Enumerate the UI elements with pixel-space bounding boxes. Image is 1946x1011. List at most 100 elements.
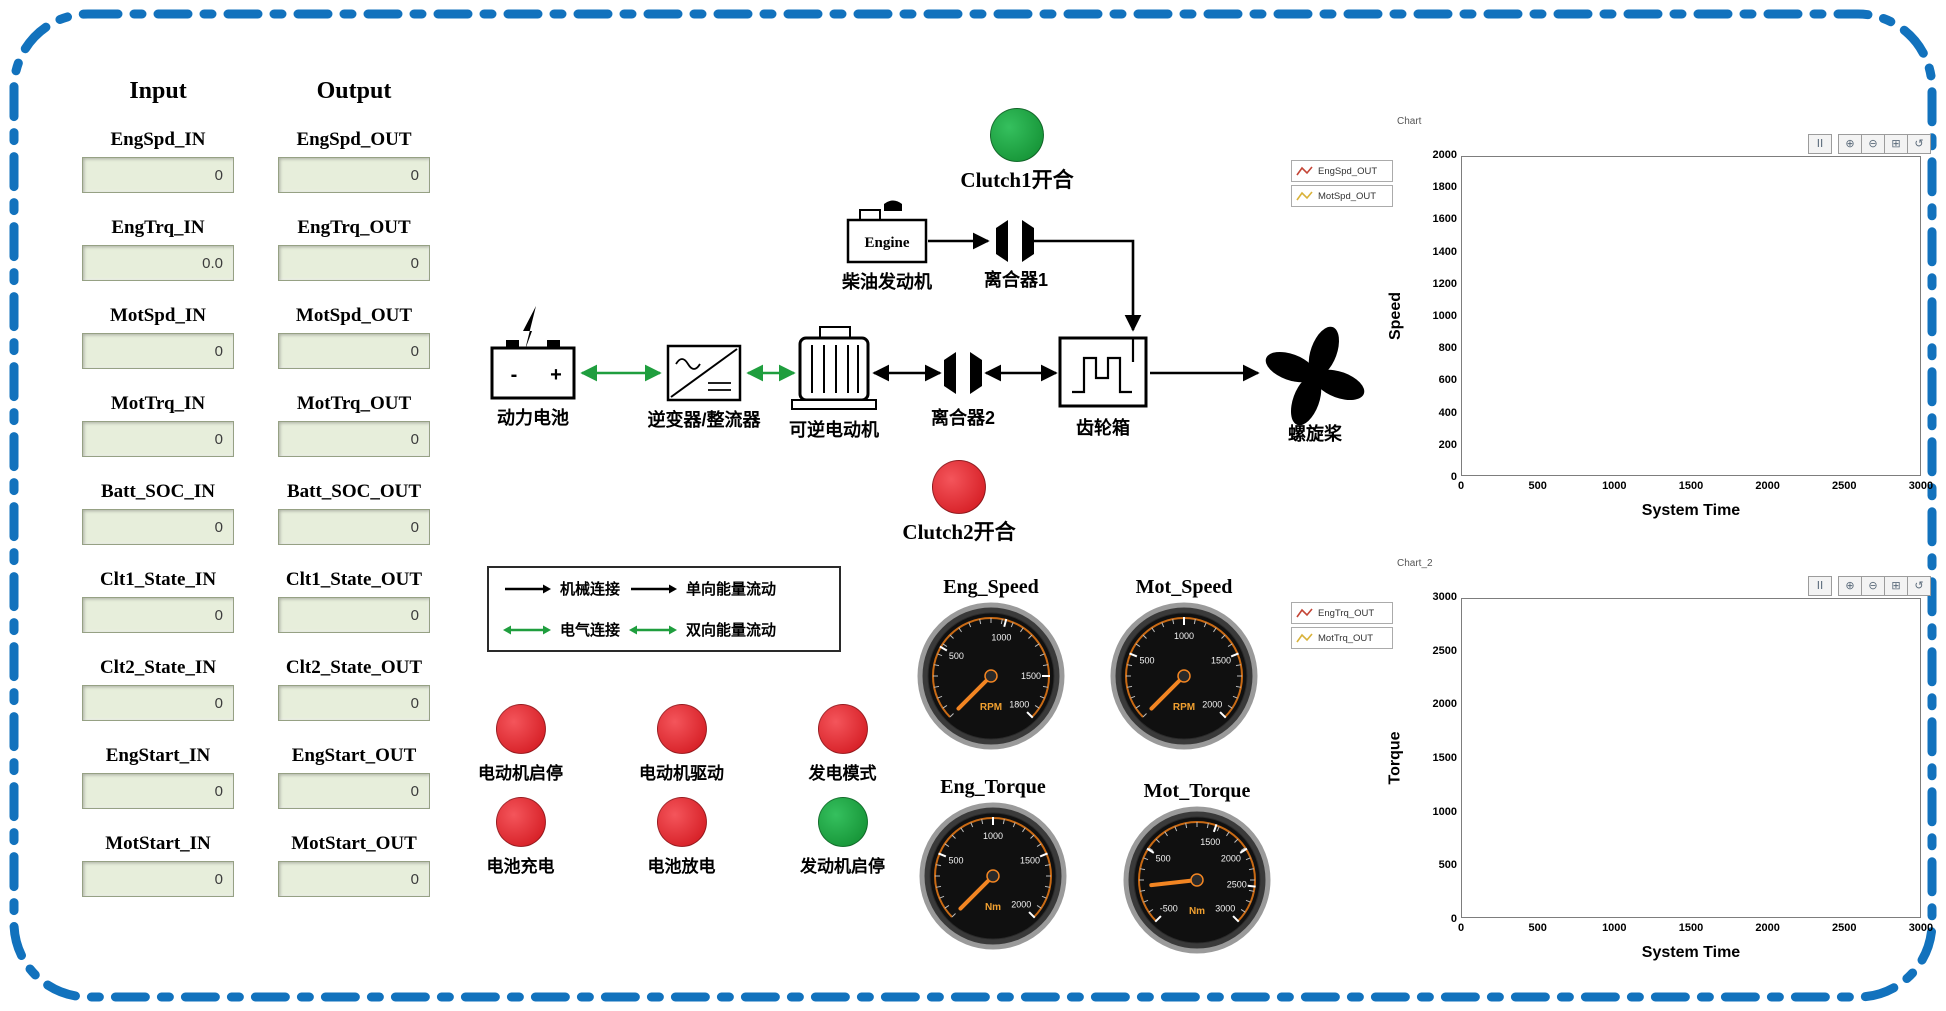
gauge-minor-tick <box>1240 909 1246 913</box>
gauge-title: Mot_Torque <box>1143 780 1251 802</box>
legend-entry[interactable]: EngTrq_OUT <box>1291 602 1393 624</box>
gauge-minor-tick <box>1245 899 1251 903</box>
legend-line-icon <box>1296 191 1313 201</box>
y-tick: 600 <box>1438 374 1457 387</box>
io-value: 0 <box>410 606 419 624</box>
input-field-label: Clt2_State_IN <box>99 657 217 678</box>
indicator-label: 发电模式 <box>808 764 877 783</box>
gauge-minor-tick <box>1164 831 1168 837</box>
output-value-box[interactable]: 0 <box>278 421 430 457</box>
gauge-minor-tick <box>1248 889 1254 892</box>
indicator-lamp[interactable] <box>656 704 707 754</box>
plot-area[interactable] <box>1461 156 1921 476</box>
pause-button[interactable]: II <box>1808 576 1832 596</box>
pan-button[interactable]: ⊞ <box>1884 134 1908 154</box>
pause-button[interactable]: II <box>1808 134 1832 154</box>
gauge-unit: Nm <box>985 902 1001 913</box>
gauge-minor-tick <box>1172 619 1175 625</box>
y-tick: 1200 <box>1432 277 1457 290</box>
output-value-box[interactable]: 0 <box>278 157 430 193</box>
output-value-box[interactable]: 0 <box>278 245 430 281</box>
engine-label: 柴油发动机 <box>842 272 932 292</box>
y-axis-label-wrap: Torque <box>1383 598 1409 918</box>
output-field-label: MotStart_OUT <box>291 833 417 854</box>
gauge-minor-tick <box>1216 826 1220 832</box>
output-value-box[interactable]: 0 <box>278 773 430 809</box>
output-value-box[interactable]: 0 <box>278 597 430 633</box>
indicator: 电动机启停 <box>440 704 601 784</box>
output-value-box[interactable]: 0 <box>278 509 430 545</box>
input-value-box[interactable]: 0.0 <box>82 245 234 281</box>
io-value: 0 <box>410 430 419 448</box>
gauge-minor-tick <box>1000 619 1003 625</box>
input-value-box[interactable]: 0 <box>82 861 234 897</box>
gauge-minor-tick <box>1127 685 1133 688</box>
input-value-box[interactable]: 0 <box>82 157 234 193</box>
gauge-minor-tick <box>942 705 948 709</box>
battery-icon: - + <box>490 306 576 400</box>
gauge-minor-tick <box>1022 827 1026 833</box>
legend-label: MotSpd_OUT <box>1318 190 1377 202</box>
legend-entry[interactable]: EngSpd_OUT <box>1291 160 1393 182</box>
indicator-lamp[interactable] <box>817 797 868 847</box>
clutch1-gearbox-link <box>1034 239 1142 332</box>
gauge-minor-tick <box>1143 899 1149 903</box>
output-value-box[interactable]: 0 <box>278 333 430 369</box>
plot-area[interactable] <box>1461 598 1921 918</box>
clutch2-indicator-light[interactable] <box>932 460 986 514</box>
gauge-tick-label: 1500 <box>1211 656 1231 666</box>
y-tick: 2500 <box>1432 644 1457 657</box>
indicator-lamp[interactable] <box>495 797 546 847</box>
output-value-box[interactable]: 0 <box>278 685 430 721</box>
indicator-lamp[interactable] <box>817 704 868 754</box>
gauge-minor-tick <box>1155 838 1160 843</box>
indicator-lamp[interactable] <box>656 797 707 847</box>
indicator-lamp[interactable] <box>495 704 546 754</box>
input-value-box[interactable]: 0 <box>82 685 234 721</box>
gauge-minor-tick <box>1127 664 1133 667</box>
input-value-box[interactable]: 0 <box>82 597 234 633</box>
input-value-box[interactable]: 0 <box>82 333 234 369</box>
output-value-box[interactable]: 0 <box>278 861 430 897</box>
reset-button[interactable]: ↺ <box>1907 576 1931 596</box>
gauge-major-tick <box>1028 911 1036 919</box>
legend-row-2: 电气连接 双向能量流动 <box>503 619 825 640</box>
engine-icon: Engine <box>846 200 928 264</box>
gauge-minor-tick <box>1203 622 1207 628</box>
pan-button[interactable]: ⊞ <box>1884 576 1908 596</box>
gauge-minor-tick <box>1206 823 1209 829</box>
clutch1-indicator-light[interactable] <box>990 108 1044 162</box>
legend-entry[interactable]: MotSpd_OUT <box>1291 185 1393 207</box>
gauge-major-tick <box>1212 823 1218 833</box>
input-value-box[interactable]: 0 <box>82 773 234 809</box>
reset-button[interactable]: ↺ <box>1907 134 1931 154</box>
output-field-label: Batt_SOC_OUT <box>286 481 422 502</box>
legend-entry[interactable]: MotTrq_OUT <box>1291 627 1393 649</box>
input-value-box[interactable]: 0 <box>82 509 234 545</box>
zoom-out-button[interactable]: ⊖ <box>1861 134 1885 154</box>
gauge-minor-tick <box>1042 664 1048 667</box>
input-value-box[interactable]: 0 <box>82 421 234 457</box>
mode-indicator-panel: 电动机启停电动机驱动发电模式电池充电电池放电发动机启停 <box>440 704 923 877</box>
zoom-in-button[interactable]: ⊕ <box>1838 576 1862 596</box>
io-value: 0 <box>214 782 223 800</box>
indicator: 电池放电 <box>601 797 762 877</box>
legend-label: MotTrq_OUT <box>1318 632 1374 644</box>
zoom-in-button[interactable]: ⊕ <box>1838 134 1862 154</box>
io-value: 0 <box>214 518 223 536</box>
gearbox-label: 齿轮箱 <box>1076 418 1130 438</box>
x-tick: 500 <box>1528 922 1547 934</box>
gauge-minor-tick <box>1148 847 1154 851</box>
zoom-out-button[interactable]: ⊖ <box>1861 576 1885 596</box>
gauge-minor-tick <box>1012 822 1016 828</box>
y-tick: 400 <box>1438 406 1457 419</box>
gauge-tick-label: 500 <box>949 651 964 661</box>
gauge-minor-tick <box>939 895 945 899</box>
mechanical-link-arrow-icon <box>505 584 551 593</box>
